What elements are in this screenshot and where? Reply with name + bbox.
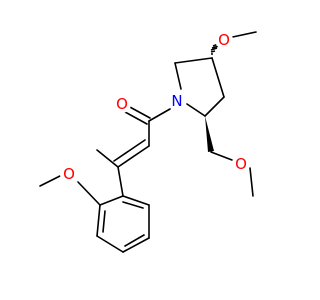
atom-o-carbonyl: O: [113, 95, 131, 113]
molecule-drawing: O N O O O: [39, 31, 257, 253]
bond-ar-3-4: [96, 235, 124, 253]
solid-wedge-c2-ch2: [205, 116, 214, 152]
bond-ar-inner-c: [122, 201, 144, 209]
atom-o-ring-methoxy: O: [215, 31, 233, 49]
bond-alkene-methyl: [96, 149, 119, 168]
bond-ar-6-1: [122, 195, 150, 206]
bond-o-methyl-top: [227, 31, 257, 39]
atom-label-layer: O N O O O: [60, 31, 250, 183]
atom-label-n-ring: N: [171, 92, 182, 110]
bond-ar-inner-b: [124, 234, 145, 247]
bond-carbonyl-n: [148, 108, 171, 122]
bond-ar-4-5: [122, 237, 150, 253]
atom-label-o-ring-methoxy: O: [218, 31, 230, 49]
bond-c2-n: [186, 103, 206, 117]
atom-o-aryl-methoxy: O: [60, 165, 78, 183]
atom-label-o-carbonyl: O: [116, 95, 128, 113]
bond-ar-2-3: [96, 204, 101, 237]
bond-c4-c3: [211, 57, 225, 98]
bond-o-side-methyl: [249, 167, 254, 197]
bond-ar-1-2: [99, 195, 124, 206]
bond-c3-c2: [204, 96, 225, 117]
bond-layer: [39, 31, 257, 253]
bond-ar-inner-a: [102, 210, 106, 233]
bond-o-methyl-aryl: [39, 175, 61, 187]
molecule-canvas: O N O O O: [39, 31, 257, 253]
atom-n-ring: N: [168, 92, 186, 110]
atom-o-side-methoxy: O: [232, 155, 250, 173]
bond-ar-o: [77, 181, 101, 206]
bond-carbonyl-double-a: [127, 105, 151, 119]
bond-alkene-double-a: [117, 145, 150, 168]
atom-label-o-aryl-methoxy: O: [63, 165, 75, 183]
atom-label-o-side-methoxy: O: [235, 155, 247, 173]
bond-carbonyl-double-b: [124, 111, 148, 125]
bond-ring-ch2-c4: [174, 57, 213, 64]
bond-ch2-o-side: [210, 151, 233, 161]
bond-n-ch2: [174, 62, 182, 90]
bond-alkene-double-b: [113, 139, 146, 162]
bond-alkene-aryl: [117, 166, 124, 197]
